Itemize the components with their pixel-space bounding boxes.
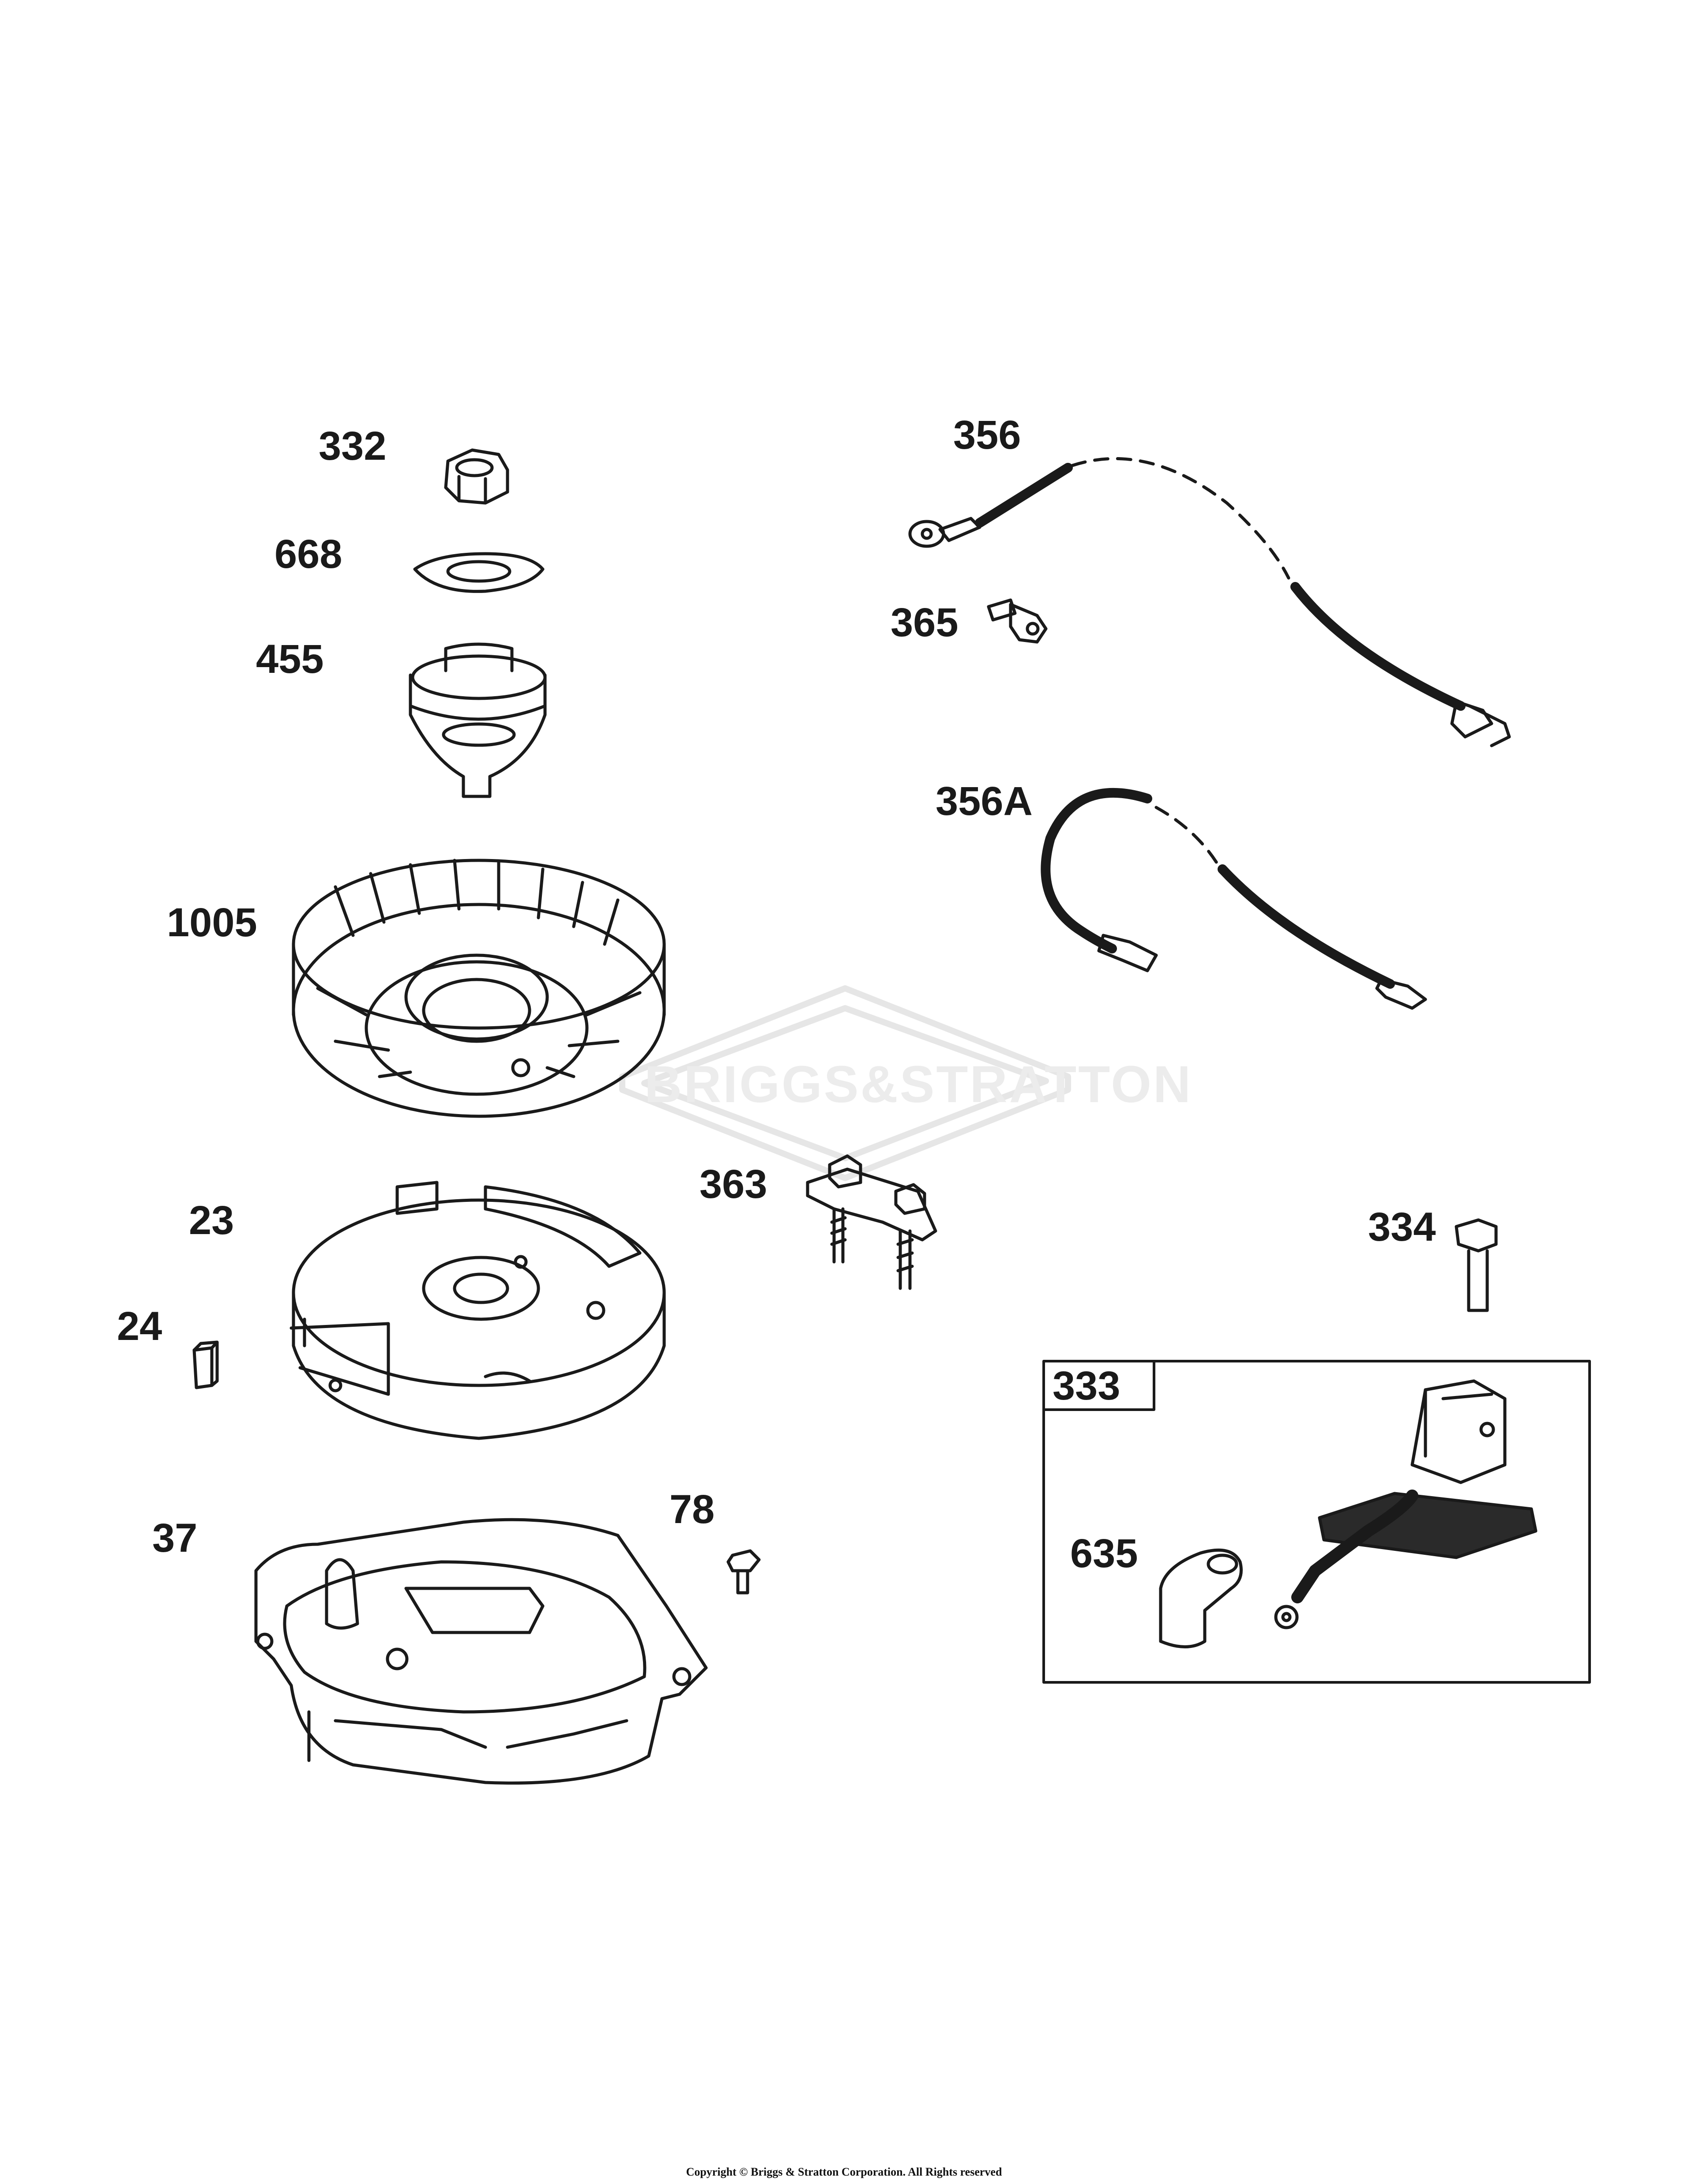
copyright-notice: Copyright © Briggs & Stratton Corporatio… (686, 2165, 1002, 2178)
callout-78: 78 (669, 1487, 715, 1532)
callout-365: 365 (891, 600, 959, 645)
callout-668: 668 (274, 532, 342, 577)
hex-nut-332 (444, 448, 509, 505)
callout-333: 333 (1053, 1363, 1120, 1408)
starter-cup-455 (409, 642, 547, 798)
callout-1005: 1005 (167, 900, 257, 945)
screw-78 (726, 1549, 761, 1595)
bolt-334 (1455, 1218, 1498, 1312)
spark-plug-boot-635 (1159, 1548, 1243, 1648)
wire-356A (1041, 788, 1427, 1010)
flywheel-fan-1005 (292, 859, 666, 1118)
screw-365 (987, 598, 1048, 644)
watermark-text: BRIGGS&STRATTON (644, 1055, 1193, 1114)
callout-356A: 356A (936, 779, 1033, 824)
blower-housing-37 (254, 1518, 708, 1785)
flywheel-key-24 (192, 1340, 219, 1389)
ground-wire-356 (908, 457, 1511, 747)
callout-37: 37 (152, 1516, 198, 1561)
callout-334: 334 (1368, 1205, 1436, 1250)
bracket-363 (806, 1154, 937, 1290)
flywheel-23 (289, 1181, 666, 1440)
callout-635: 635 (1070, 1531, 1138, 1576)
callout-356: 356 (953, 413, 1021, 458)
washer-668 (413, 552, 545, 593)
callout-23: 23 (189, 1198, 234, 1243)
callout-363: 363 (699, 1162, 767, 1207)
callout-455: 455 (256, 637, 324, 682)
ignition-armature-333 (1274, 1379, 1538, 1629)
callout-332: 332 (319, 424, 387, 469)
ignition-armature-box-333 (1042, 1360, 1591, 1684)
callout-24: 24 (117, 1304, 162, 1349)
